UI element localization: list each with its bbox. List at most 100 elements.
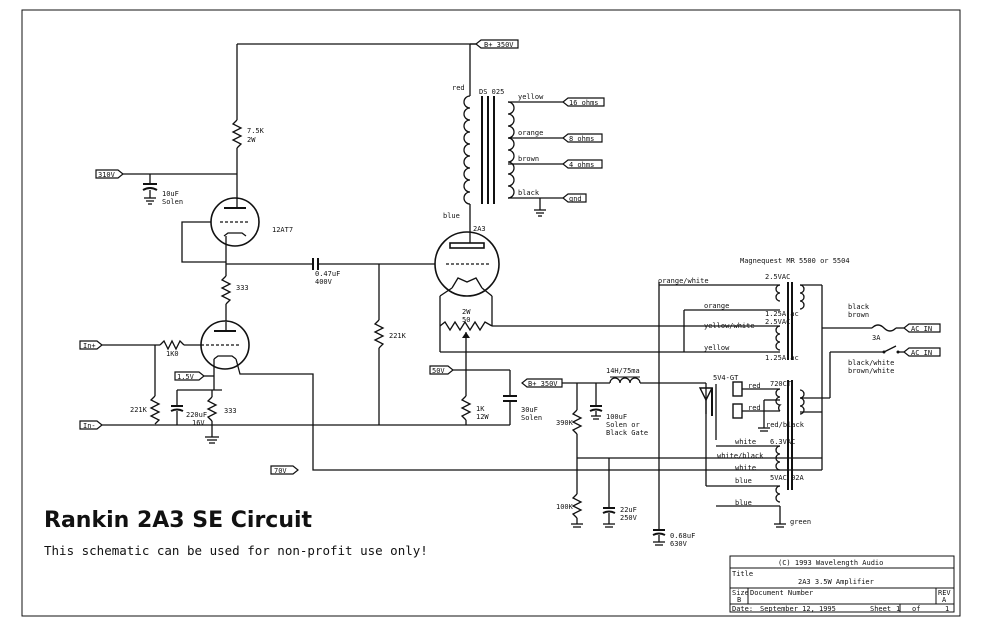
trans-label: Magnequest MR 5500 or 5504 <box>740 257 850 265</box>
ot-brown-label: brown <box>518 155 539 163</box>
w-o-label: orange <box>704 302 729 310</box>
c-30uf-type: Solen <box>521 414 542 422</box>
resistor-100k <box>571 493 583 519</box>
w-yw-label: yellow/white <box>704 322 755 330</box>
svg-text:8 ohms: 8 ohms <box>569 135 594 143</box>
pri-brown-label: brown <box>848 311 869 319</box>
resistor-390k <box>571 409 583 435</box>
resistor-221k-in <box>149 395 161 425</box>
tube-12at7-lower <box>200 320 250 370</box>
w-green-label: green <box>790 518 811 526</box>
r-7k5-label: 7.5K <box>247 127 265 135</box>
pt-primary-coil-1 <box>799 284 805 310</box>
flag-bplus-top: B+ 350V <box>475 39 519 49</box>
resistor-221k-mid <box>373 319 385 349</box>
pri-brw-label: brown/white <box>848 367 894 375</box>
svg-text:B+ 350V: B+ 350V <box>528 380 558 388</box>
svg-text:In+: In+ <box>83 342 96 350</box>
t2-25-label: 2.5VAC <box>765 318 790 326</box>
ot-secondary-coil <box>507 101 515 199</box>
flag-1v5: 1.5V <box>174 371 205 381</box>
tb-date-label: Date: <box>732 605 753 613</box>
c-220uf-label: 220uF <box>186 411 207 419</box>
flag-310v: 310V <box>95 169 124 179</box>
c-100uf-type2: Black Gate <box>606 429 648 437</box>
svg-text:70V: 70V <box>274 467 287 475</box>
svg-text:AC IN: AC IN <box>911 349 932 357</box>
t2-125-label: 1.25A ac <box>765 354 799 362</box>
w-red2-label: red <box>748 404 761 412</box>
c-100uf-type: Solen or <box>606 421 640 429</box>
c-100uf-label: 100uF <box>606 413 627 421</box>
c-047-v: 400V <box>315 278 333 286</box>
c-068-label: 0.68uF <box>670 532 695 540</box>
r-100k-label: 100K <box>556 503 574 511</box>
svg-text:In-: In- <box>83 422 96 430</box>
pri-bw-label: black/white <box>848 359 894 367</box>
c-047-label: 0.47uF <box>315 270 340 278</box>
w-white2-label: white <box>735 464 756 472</box>
w-ct-label: 720CT <box>770 380 792 388</box>
fuse-label: 3A <box>872 334 881 342</box>
tb-docnum-label: Document Number <box>750 589 813 597</box>
page-border <box>21 9 961 617</box>
pot-value: 50 <box>462 316 470 324</box>
tb-title-label: Title <box>732 570 753 578</box>
tube-12at7-label: 12AT7 <box>272 226 293 234</box>
r-333-bot-label: 333 <box>224 407 237 415</box>
flag-ac-in-2: AC IN <box>903 347 941 357</box>
flag-4-ohms: 4 ohms <box>562 159 603 169</box>
resistor-7k5 <box>231 119 243 149</box>
tb-copyright: (C) 1993 Wavelength Audio <box>778 559 883 567</box>
w-ow-label: orange/white <box>658 277 709 285</box>
tb-sheet-label: Sheet <box>870 605 891 613</box>
w-white1-label: white <box>735 438 756 446</box>
r-1k0-label: 1K0 <box>166 350 179 358</box>
ot-orange-label: orange <box>518 129 543 137</box>
svg-text:gnd: gnd <box>569 195 582 203</box>
svg-text:B+ 350V: B+ 350V <box>484 41 514 49</box>
pri-black-label: black <box>848 303 870 311</box>
ot-blue-label: blue <box>443 212 460 220</box>
r-221k-mid-label: 221K <box>389 332 407 340</box>
svg-text:16 ohms: 16 ohms <box>569 99 599 107</box>
pot-watt: 2W <box>462 308 471 316</box>
tb-title-value: 2A3 3.5W Amplifier <box>798 578 874 586</box>
w-red1-label: red <box>748 382 761 390</box>
title-block: (C) 1993 Wavelength Audio Title 2A3 3.5W… <box>729 555 955 613</box>
ot-label: DS 025 <box>479 88 504 96</box>
rect-label: 5V4-GT <box>713 374 739 382</box>
svg-text:AC IN: AC IN <box>911 325 932 333</box>
page-subtitle: This schematic can be used for non-profi… <box>44 543 428 558</box>
flag-in-minus[interactable]: In- <box>79 420 103 430</box>
ot-primary-coil <box>463 95 471 205</box>
w-63-label: 6.3VAC <box>770 438 795 446</box>
tb-rev-value: A <box>942 596 947 604</box>
flag-16-ohms: 16 ohms <box>562 97 605 107</box>
svg-text:4 ohms: 4 ohms <box>569 161 594 169</box>
fuse-3a <box>871 324 897 332</box>
flag-8-ohms: 8 ohms <box>562 133 603 143</box>
flag-bplus-psu: B+ 350V <box>521 378 563 388</box>
w-blue2-label: blue <box>735 499 752 507</box>
resistor-1k <box>460 395 472 421</box>
flag-70v: 70V <box>270 465 299 475</box>
svg-text:310V: 310V <box>98 171 116 179</box>
c-10uf-label: 10uF <box>162 190 179 198</box>
rectifier-5v4gt <box>698 381 743 419</box>
choke <box>609 377 641 384</box>
flag-in-plus[interactable]: In+ <box>79 340 103 350</box>
pt-primary-coil-2 <box>799 389 805 415</box>
resistor-333-bot <box>206 396 218 422</box>
w-blue1-label: blue <box>735 477 752 485</box>
c-220uf-v: 16V <box>192 419 205 427</box>
tb-of-label: of <box>912 605 920 613</box>
r-1k-label: 1K <box>476 405 485 413</box>
c-30uf-label: 30uF <box>521 406 538 414</box>
t1-25-label: 2.5VAC <box>765 273 790 281</box>
tb-of-value: 1 <box>945 605 949 613</box>
tb-sheet-value: 1 <box>896 605 900 613</box>
w-rb-label: red/black <box>766 421 805 429</box>
